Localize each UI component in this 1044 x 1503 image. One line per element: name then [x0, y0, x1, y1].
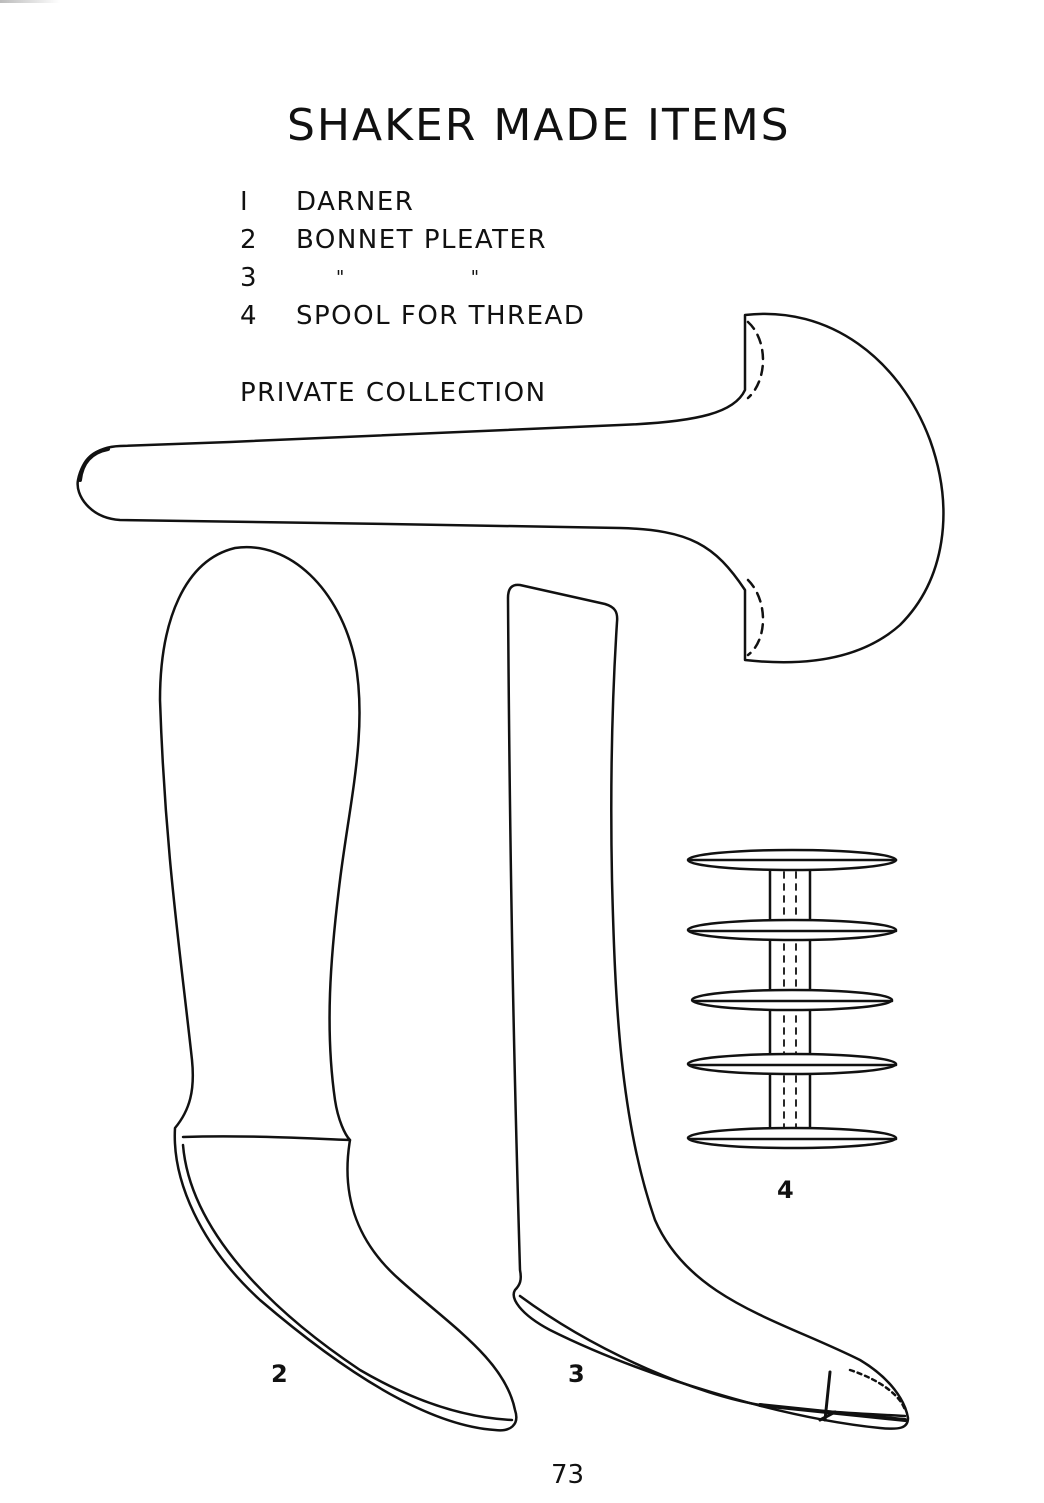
darner-tip-shade	[80, 449, 108, 480]
figure-label-4: 4	[777, 1176, 794, 1204]
figure-label-2: 2	[271, 1360, 288, 1388]
darner-outline	[78, 314, 944, 662]
pleater-3-tip-dash	[850, 1370, 905, 1410]
bonnet-pleater-2-illustration	[160, 547, 516, 1430]
pleater-2-outline	[160, 547, 516, 1430]
darner-illustration	[78, 314, 944, 662]
darner-dashed-lower	[748, 580, 763, 655]
pleater-2-handle-line	[183, 1136, 350, 1140]
page-number: 73	[551, 1460, 584, 1490]
darner-dashed-upper	[748, 322, 763, 398]
spool-illustration	[688, 850, 896, 1148]
figure-label-3: 3	[568, 1360, 585, 1388]
pleater-3-edge-line	[520, 1296, 905, 1416]
